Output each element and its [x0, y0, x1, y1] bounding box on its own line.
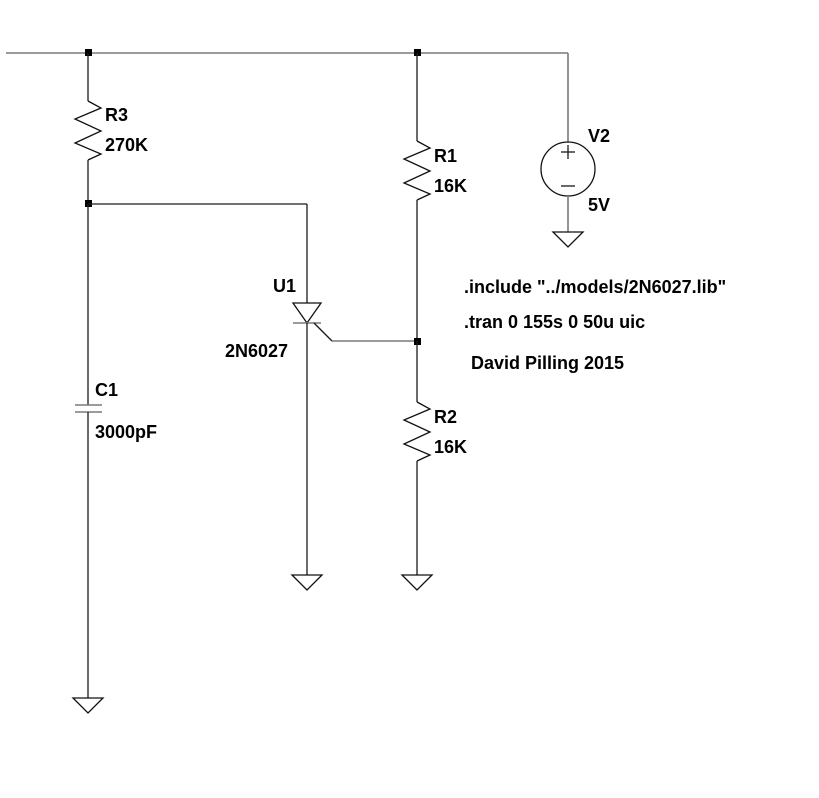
- r3-value-label: 270K: [105, 135, 148, 155]
- tran-directive[interactable]: .tran 0 155s 0 50u uic: [464, 312, 645, 332]
- resistor-r2[interactable]: [402, 341, 432, 575]
- c1-value-label: 3000pF: [95, 422, 157, 442]
- v2-value-label: 5V: [588, 195, 610, 215]
- ground-icon-v2: [551, 231, 585, 248]
- r1-value-label: 16K: [434, 176, 467, 196]
- ground-icon-r2: [400, 574, 434, 591]
- voltage-source-v2[interactable]: [540, 53, 596, 232]
- r3-ref-label: R3: [105, 105, 128, 125]
- put-u1-diode-triangle: [291, 302, 323, 325]
- capacitor-c1[interactable]: [75, 204, 102, 698]
- ground-icon-u1: [290, 574, 324, 591]
- resistor-r1[interactable]: [402, 53, 432, 341]
- u1-value-label: 2N6027: [225, 341, 288, 361]
- resistor-r2-zigzag: [402, 401, 432, 462]
- resistor-r1-zigzag: [402, 140, 432, 201]
- author-comment[interactable]: David Pilling 2015: [471, 353, 624, 373]
- put-u1[interactable]: [291, 302, 417, 575]
- resistor-r3-zigzag: [73, 100, 103, 161]
- r1-ref-label: R1: [434, 146, 457, 166]
- r2-ref-label: R2: [434, 407, 457, 427]
- c1-ref-label: C1: [95, 380, 118, 400]
- junction-dot-r3-top: [85, 49, 92, 56]
- ground-icon-c1: [71, 697, 105, 714]
- resistor-r3[interactable]: [73, 53, 103, 204]
- u1-ref-label: U1: [273, 276, 296, 296]
- r2-value-label: 16K: [434, 437, 467, 457]
- junction-dot-r1-top: [414, 49, 421, 56]
- v2-ref-label: V2: [588, 126, 610, 146]
- put-u1-gate-lead: [313, 322, 333, 342]
- include-directive[interactable]: .include "../models/2N6027.lib": [464, 277, 726, 297]
